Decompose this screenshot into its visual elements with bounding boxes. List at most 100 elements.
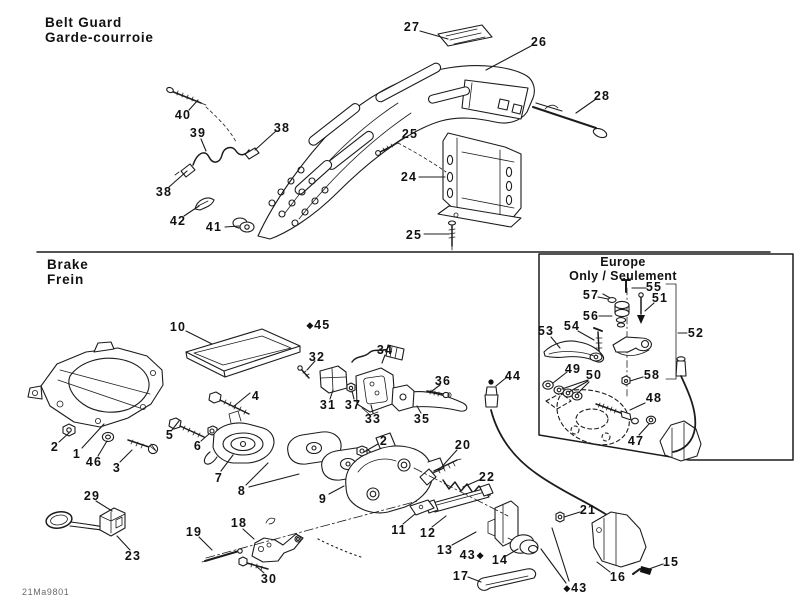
clip-42 (194, 197, 215, 211)
switch-block-31 (319, 365, 348, 394)
part-label-1: 1 (72, 447, 82, 461)
washer-49 (542, 380, 554, 390)
part-label-2: 2 (50, 440, 60, 454)
adjuster-20 (419, 458, 462, 486)
cotter-pin (265, 517, 276, 525)
plate-11 (409, 499, 435, 516)
part-label-25: 25 (405, 228, 423, 242)
bolt-5 (168, 417, 205, 438)
part-label-9: 9 (318, 492, 328, 506)
axis-lines (205, 467, 509, 559)
part-label-5: 5 (165, 428, 175, 442)
part-label-37: 37 (344, 398, 362, 412)
part-label-11: 11 (391, 523, 407, 537)
part-label-30: 30 (260, 572, 278, 586)
part-label-48: 48 (645, 391, 663, 405)
bracket-line-52 (665, 283, 677, 380)
wire-34 (351, 344, 405, 363)
brake-title-en: Brake (47, 257, 89, 272)
part-label-54: 54 (563, 319, 581, 333)
part-label-41: 41 (205, 220, 223, 234)
part-label-46: 46 (85, 455, 103, 469)
grease-diamond-icon: ◆ (306, 319, 314, 330)
bracket-24 (437, 132, 522, 228)
part-label-14: 14 (491, 553, 509, 567)
screw-36 (426, 389, 452, 399)
part-label-38: 38 (155, 185, 173, 199)
rod-48 (595, 402, 639, 425)
part-label-47: 47 (627, 434, 645, 448)
pin-19 (201, 548, 243, 563)
part-label-10: 10 (169, 320, 187, 334)
part-label-24: 24 (400, 170, 418, 184)
europe-box-title: Europe Only / Seulement (543, 255, 703, 283)
part-label-22: 22 (478, 470, 496, 484)
part-label-21: 21 (579, 503, 597, 517)
part-label-57: 57 (582, 288, 600, 302)
screw-25-top (375, 142, 447, 173)
nut-21 (555, 511, 565, 523)
part-label-18: 18 (230, 516, 248, 530)
clip-23 (99, 507, 126, 537)
part-label-13: 13 (436, 543, 454, 557)
part-label-27: 27 (403, 20, 421, 34)
washer-46 (101, 431, 115, 443)
screw-54 (593, 327, 603, 352)
lever-18 (251, 533, 304, 563)
part-label-56: 56 (582, 309, 600, 323)
europe-cable-52 (672, 356, 697, 453)
part-label-2: 2 (379, 434, 389, 448)
grease-diamond-icon: ◆ (476, 549, 484, 560)
strap-17 (477, 568, 537, 591)
part-label-34: 34 (376, 343, 394, 357)
part-label-52: 52 (687, 326, 705, 340)
ghost-caliper (545, 389, 630, 446)
nut-2-right (356, 445, 368, 457)
europe-title-line1: Europe (600, 255, 646, 269)
part-label-16: 16 (609, 570, 627, 584)
part-label-42: 42 (169, 214, 187, 228)
part-label-45: ◆45 (306, 318, 331, 332)
pad-plate-10 (185, 328, 301, 378)
wire-39 (174, 146, 260, 178)
part-label-3: 3 (112, 461, 122, 475)
lever-53 (543, 340, 605, 363)
screw-55 (621, 279, 631, 293)
part-label-25: 25 (401, 127, 419, 141)
washer-47 (645, 415, 657, 425)
nut-37 (346, 382, 356, 393)
bolt-30 (238, 556, 269, 571)
part-label-43: ◆43 (563, 581, 588, 595)
belt-guard-title-fr: Garde-courroie (45, 30, 154, 45)
part-label-39: 39 (189, 126, 207, 140)
decal-plate-27 (437, 24, 493, 47)
europe-box (538, 253, 794, 462)
brake-lever-35 (391, 384, 468, 412)
part-label-33: 33 (364, 412, 382, 426)
part-label-8: 8 (237, 484, 247, 498)
grease-diamond-icon: ◆ (563, 582, 571, 593)
part-label-44: 44 (504, 369, 522, 383)
connector-38-right (244, 147, 260, 160)
washer-57 (602, 293, 617, 303)
part-label-6: 6 (193, 439, 203, 453)
part-label-15: 15 (662, 555, 680, 569)
pin-51 (637, 292, 645, 324)
grommet-41 (232, 217, 255, 233)
clamp-lever (612, 336, 652, 356)
part-label-50: 50 (585, 368, 603, 382)
part-label-28: 28 (593, 89, 611, 103)
bushing-56 (614, 300, 630, 328)
nut-58 (621, 375, 631, 386)
part-label-36: 36 (434, 374, 452, 388)
nut-2-left (62, 423, 76, 437)
europe-bracket (659, 420, 702, 462)
screw-15 (632, 566, 652, 575)
bracket-16 (591, 511, 647, 568)
part-label-19: 19 (185, 525, 203, 539)
brake-title-fr: Frein (47, 272, 85, 287)
caliper-body-9 (345, 432, 445, 514)
part-label-53: 53 (537, 324, 555, 338)
part-label-49: 49 (564, 362, 582, 376)
